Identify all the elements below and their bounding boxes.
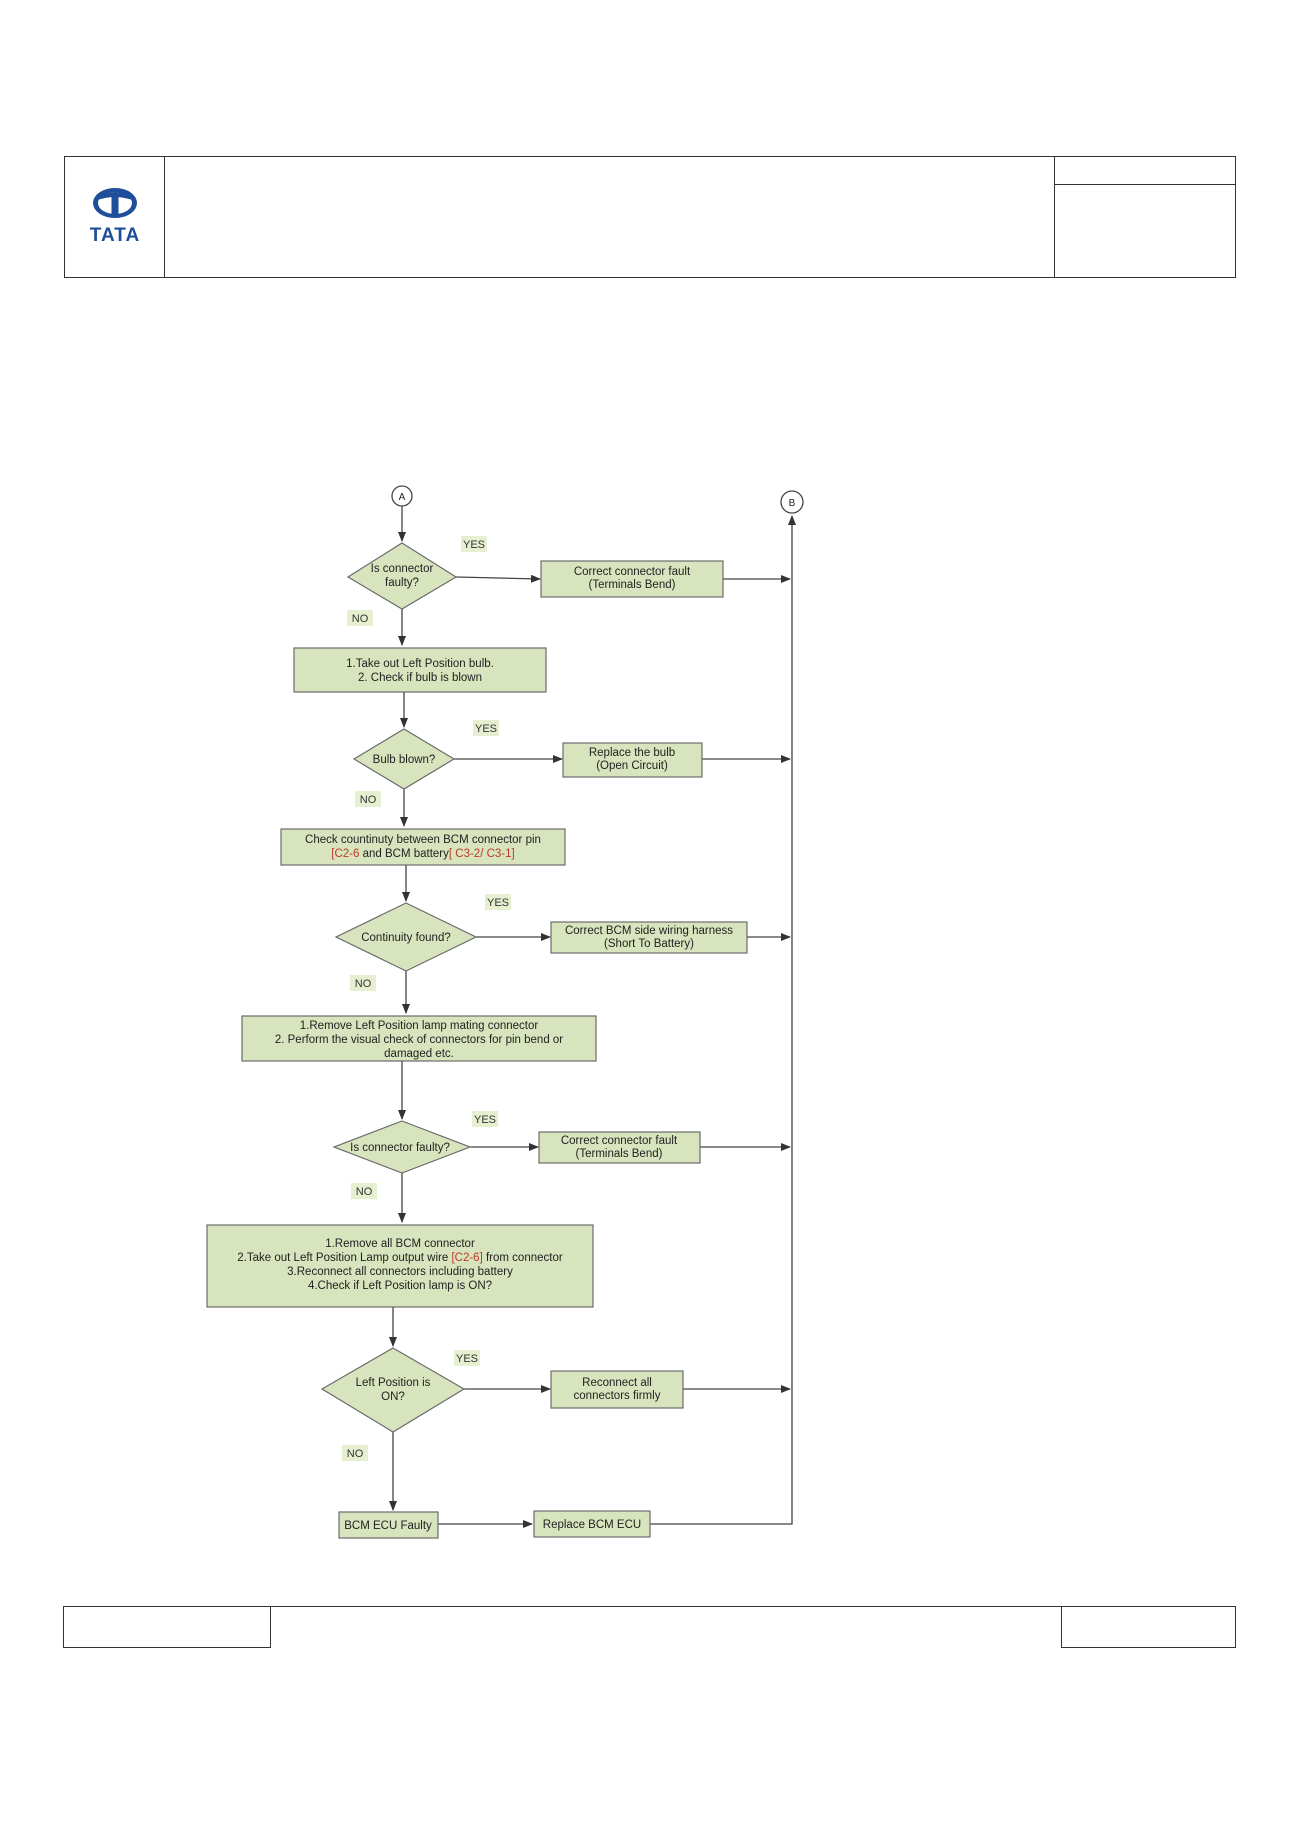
svg-text:damaged etc.: damaged etc. xyxy=(384,1048,454,1060)
svg-text:2. Check if bulb is blown: 2. Check if bulb is blown xyxy=(358,672,482,684)
svg-text:Replace the bulb: Replace the bulb xyxy=(589,747,675,759)
svg-text:YES: YES xyxy=(475,723,497,735)
footer-right-cell xyxy=(1061,1606,1236,1648)
decision-bulb-blown: Bulb blown? xyxy=(352,728,456,790)
svg-text:1.Remove all BCM connector: 1.Remove all BCM connector xyxy=(325,1238,475,1250)
svg-text:Reconnect all: Reconnect all xyxy=(582,1377,652,1389)
edges xyxy=(389,506,796,1528)
svg-text:NO: NO xyxy=(352,613,369,625)
pin-label-c3: [ C3-2/ C3-1] xyxy=(449,848,515,860)
label-no-3: NO xyxy=(350,975,376,991)
label-yes-4: YES xyxy=(472,1111,498,1127)
process-remove-lamp-connector: 1.Remove Left Position lamp mating conne… xyxy=(241,1015,597,1062)
svg-text:Correct connector fault: Correct connector fault xyxy=(561,1135,678,1147)
decision-connector-faulty-1: Is connector faulty? xyxy=(346,542,458,610)
header-right-top-cell xyxy=(1055,157,1235,185)
logo-cell: TATA xyxy=(65,157,165,277)
edge-return-b xyxy=(650,515,796,1525)
edge-d1-a1 xyxy=(455,574,541,583)
action-reconnect-connectors: Reconnect all connectors firmly xyxy=(550,1370,684,1409)
svg-text:1.Remove Left Position lamp ma: 1.Remove Left Position lamp mating conne… xyxy=(300,1020,539,1032)
footer-left-cell xyxy=(63,1606,271,1648)
svg-text:(Terminals Bend): (Terminals Bend) xyxy=(576,1148,663,1160)
decision-continuity-found: Continuity found? xyxy=(334,902,478,972)
pin-label-c2-6: [C2-6 xyxy=(331,848,359,860)
svg-text:2.Take out Left Position Lamp: 2.Take out Left Position Lamp output wir… xyxy=(237,1252,563,1264)
pin-label-c2-6-wire: [C2-6] xyxy=(451,1252,482,1264)
svg-text:NO: NO xyxy=(347,1448,364,1460)
svg-text:Correct connector fault: Correct connector fault xyxy=(574,566,691,578)
svg-text:Replace BCM ECU: Replace BCM ECU xyxy=(543,1519,641,1531)
svg-text:Bulb blown?: Bulb blown? xyxy=(373,754,436,766)
action-replace-bcm-ecu: Replace BCM ECU xyxy=(533,1510,651,1538)
label-yes-1: YES xyxy=(461,536,487,552)
svg-text:Left Position is: Left Position is xyxy=(356,1377,431,1389)
action-replace-bulb: Replace the bulb (Open Circuit) xyxy=(562,742,703,778)
action-correct-connector-fault-2: Correct connector fault (Terminals Bend) xyxy=(538,1131,701,1164)
svg-text:BCM ECU Faulty: BCM ECU Faulty xyxy=(344,1520,432,1532)
svg-text:[C2-6 and BCM battery[ C3-2/ C: [C2-6 and BCM battery[ C3-2/ C3-1] xyxy=(331,848,514,860)
svg-text:ON?: ON? xyxy=(381,1391,405,1403)
footer-middle-cell xyxy=(271,1606,1061,1648)
svg-text:Is connector: Is connector xyxy=(371,563,434,575)
svg-text:NO: NO xyxy=(356,1186,373,1198)
tata-logo xyxy=(93,188,137,218)
svg-text:connectors firmly: connectors firmly xyxy=(574,1390,661,1402)
svg-text:(Short To Battery): (Short To Battery) xyxy=(604,938,694,950)
process-check-continuity: Check countinuty between BCM connector p… xyxy=(280,828,566,866)
svg-text:Check countinuty between BCM c: Check countinuty between BCM connector p… xyxy=(305,834,541,846)
label-no-5: NO xyxy=(342,1445,368,1461)
decision-connector-faulty-2: Is connector faulty? xyxy=(332,1120,472,1174)
action-correct-bcm-wiring: Correct BCM side wiring harness (Short T… xyxy=(550,921,748,954)
document-header: TATA xyxy=(64,156,1236,278)
svg-text:2. Perform the visual check of: 2. Perform the visual check of connector… xyxy=(275,1034,563,1046)
label-yes-5: YES xyxy=(454,1350,480,1366)
header-title-cell xyxy=(165,157,1055,277)
label-no-2: NO xyxy=(355,791,381,807)
edge-labels: YES NO YES NO YES NO YES NO YES NO xyxy=(342,536,511,1461)
logo-text: TATA xyxy=(89,225,141,246)
connector-b: B xyxy=(780,490,804,514)
label-no-1: NO xyxy=(347,610,373,626)
svg-text:(Open Circuit): (Open Circuit) xyxy=(596,760,668,772)
svg-text:Correct BCM side wiring harnes: Correct BCM side wiring harness xyxy=(565,925,733,937)
svg-text:4.Check if Left Position lamp: 4.Check if Left Position lamp is ON? xyxy=(308,1280,492,1292)
svg-text:NO: NO xyxy=(355,978,372,990)
svg-text:YES: YES xyxy=(487,897,509,909)
svg-text:Continuity found?: Continuity found? xyxy=(361,932,451,944)
svg-text:(Terminals Bend): (Terminals Bend) xyxy=(589,579,676,591)
svg-text:YES: YES xyxy=(474,1114,496,1126)
svg-text:faulty?: faulty? xyxy=(385,577,419,589)
label-yes-2: YES xyxy=(473,720,499,736)
svg-text:YES: YES xyxy=(463,539,485,551)
action-correct-connector-fault-1: Correct connector fault (Terminals Bend) xyxy=(540,560,724,598)
svg-text:NO: NO xyxy=(360,794,377,806)
svg-text:3.Reconnect all connectors inc: 3.Reconnect all connectors including bat… xyxy=(287,1266,513,1278)
svg-text:YES: YES xyxy=(456,1353,478,1365)
svg-text:Is connector faulty?: Is connector faulty? xyxy=(350,1142,450,1154)
connector-a: A xyxy=(391,485,413,507)
label-yes-3: YES xyxy=(485,894,511,910)
label-no-4: NO xyxy=(351,1183,377,1199)
svg-text:A: A xyxy=(399,492,406,503)
tata-emblem-icon xyxy=(93,188,137,218)
process-take-out-bulb: 1.Take out Left Position bulb. 2. Check … xyxy=(293,647,547,693)
svg-text:1.Take out Left Position bulb.: 1.Take out Left Position bulb. xyxy=(346,658,494,670)
decision-left-position-on: Left Position is ON? xyxy=(320,1347,466,1433)
process-bcm-ecu-faulty: BCM ECU Faulty xyxy=(338,1511,439,1539)
process-remove-bcm-connectors: 1.Remove all BCM connector 2.Take out Le… xyxy=(206,1224,594,1308)
svg-text:B: B xyxy=(789,498,796,509)
